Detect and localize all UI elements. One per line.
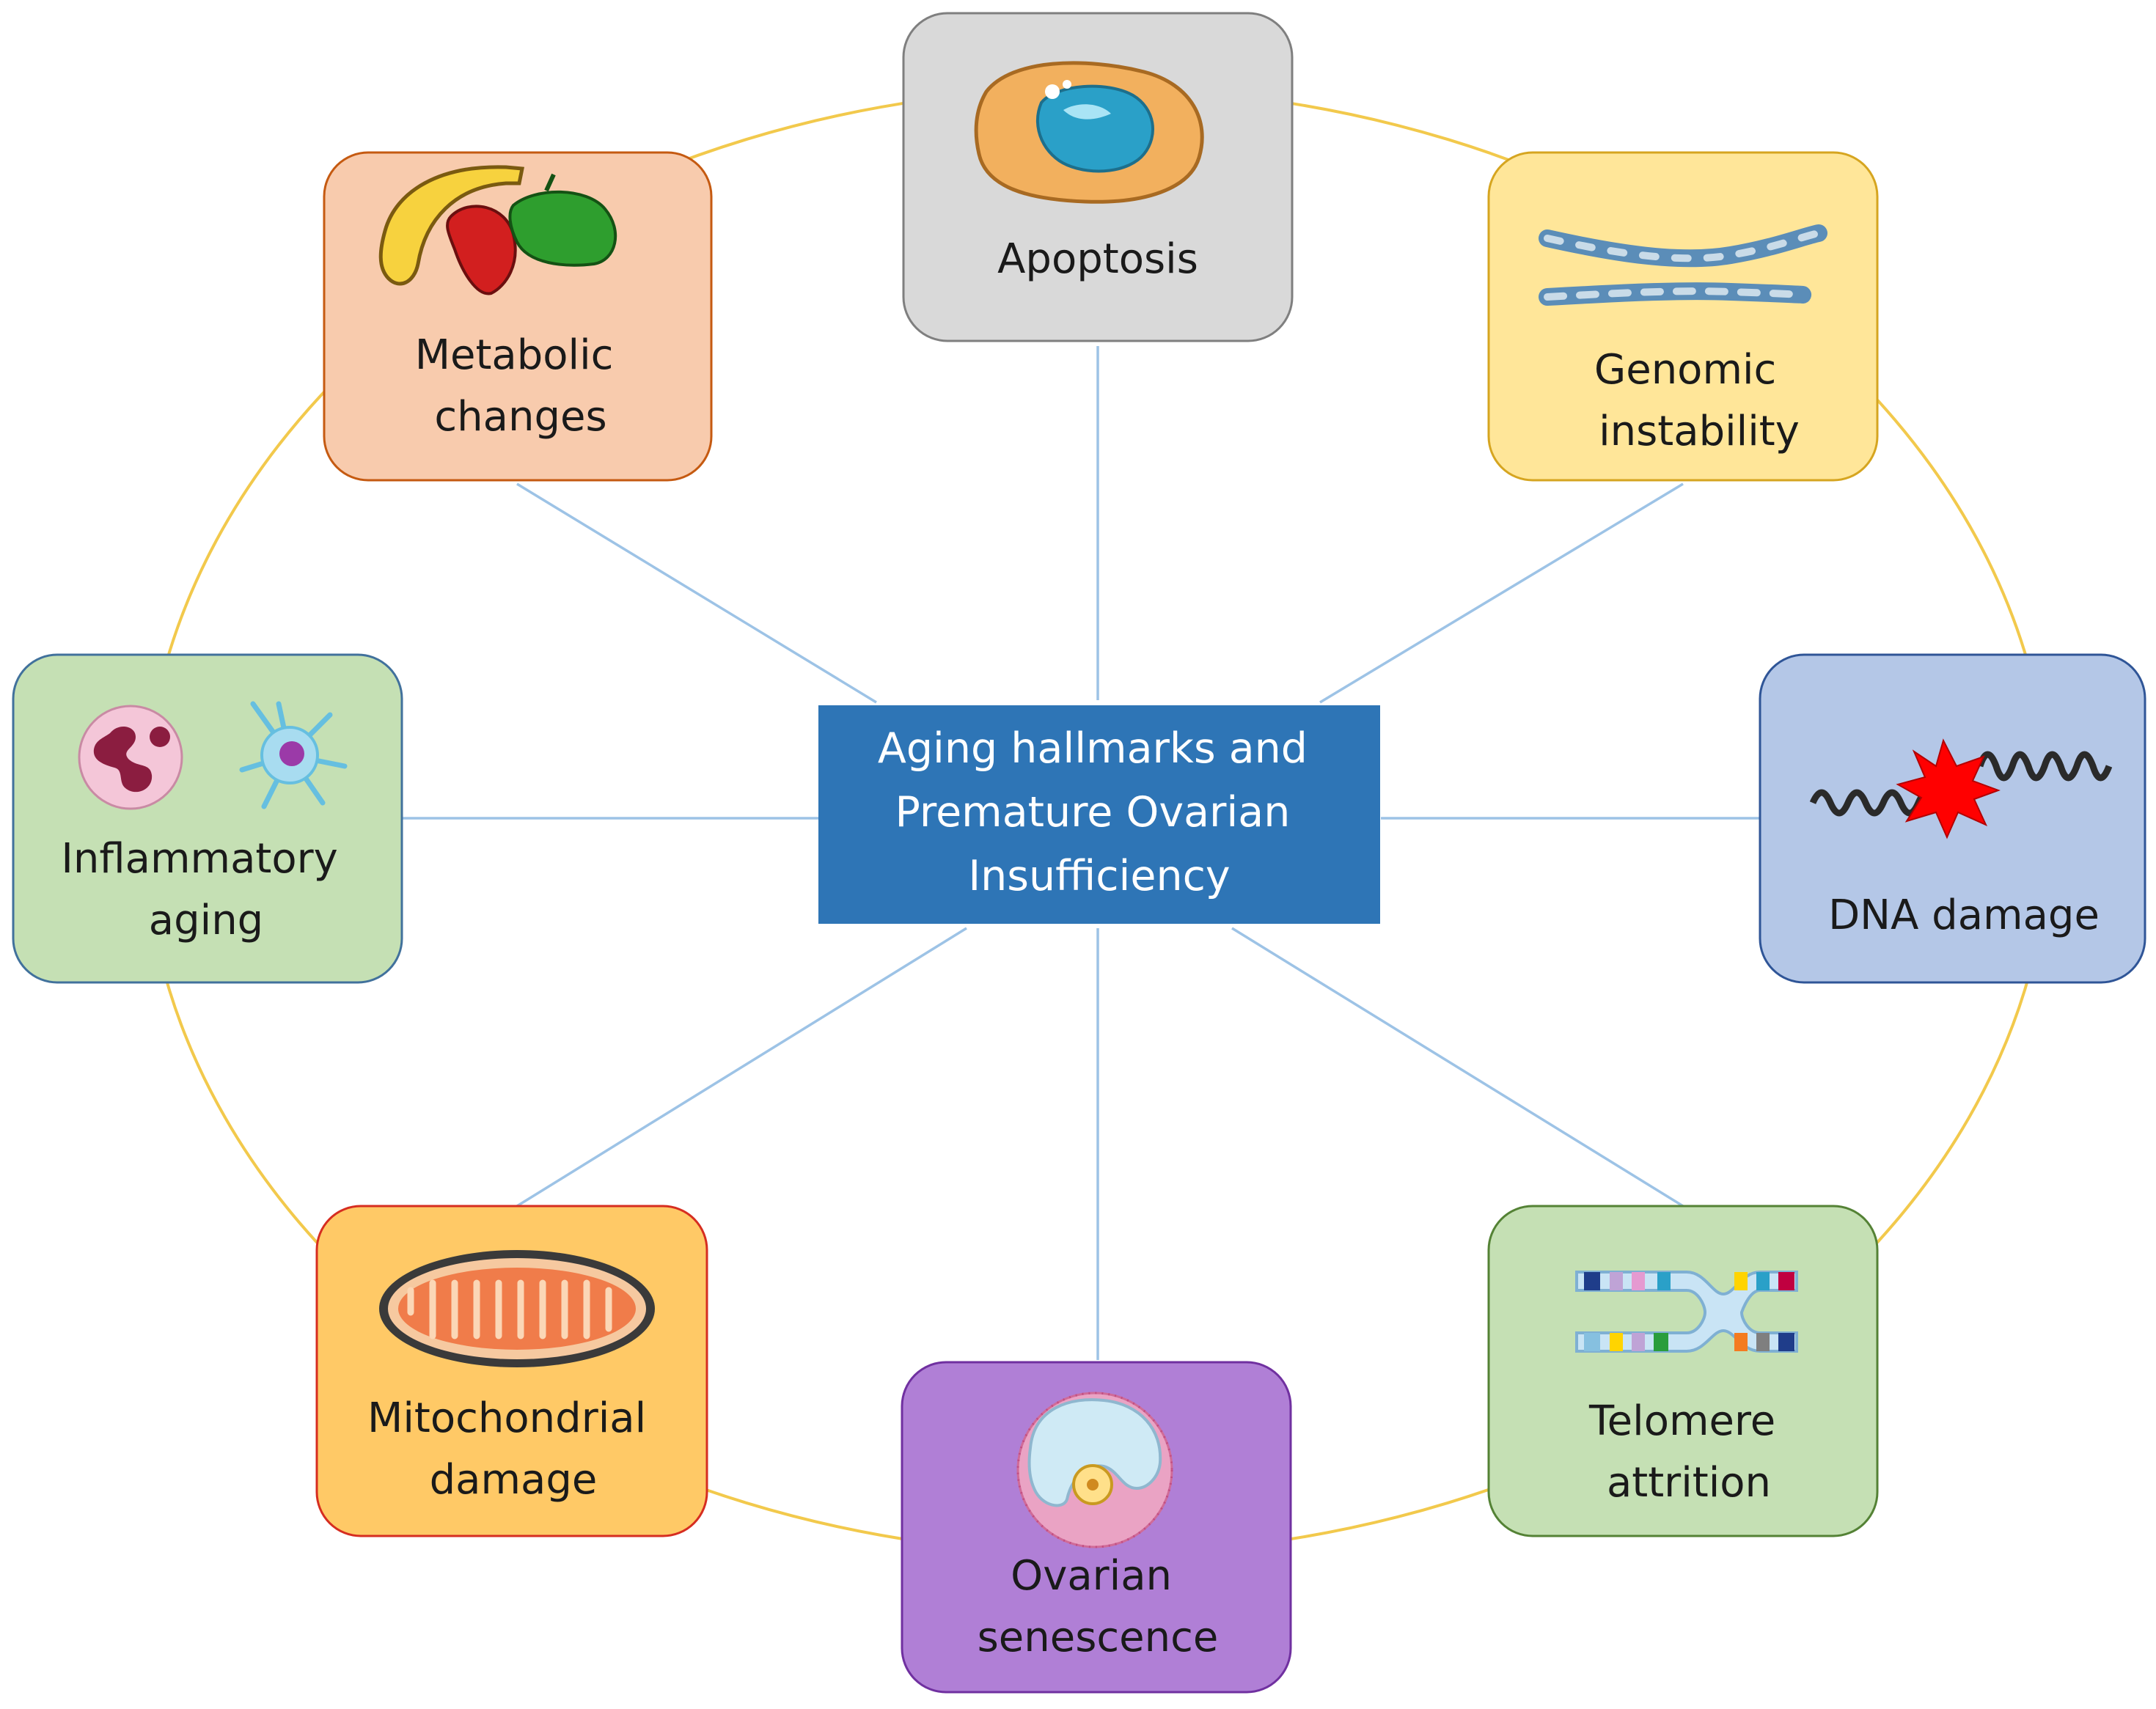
svg-text:Inflammatory aging: Inflammatory aging xyxy=(61,835,351,944)
mitochondrion-icon xyxy=(379,1250,655,1367)
node-dna-damage: DNA damage xyxy=(1759,653,2146,984)
node-mitochondrial-damage: Mitochondrial damage xyxy=(315,1205,708,1537)
spoke-genomic xyxy=(1319,482,1684,704)
svg-text:Aging hallmarks and Prem: Aging hallmarks and Premature Ovarian In… xyxy=(878,724,1321,900)
telomere-attrition-label-2: attrition xyxy=(1607,1459,1771,1507)
apoptotic-cell-icon xyxy=(974,61,1204,204)
apoptosis-label: Apoptosis xyxy=(997,235,1198,283)
genomic-instability-label-1: Genomic xyxy=(1594,346,1777,394)
center-line-1: Aging hallmarks and xyxy=(878,724,1308,773)
genomic-instability-label-2: instability xyxy=(1599,408,1800,455)
svg-text:DNA damage: DNA damage xyxy=(1828,892,2100,939)
ovarian-senescence-label-1: Ovarian xyxy=(1011,1552,1172,1600)
dna-damage-label: DNA damage xyxy=(1828,892,2100,939)
chromosome-icon xyxy=(1575,1271,1798,1353)
center-line-3: Insufficiency xyxy=(968,852,1230,900)
telomere-attrition-label-1: Telomere xyxy=(1588,1397,1775,1445)
ovarian-senescence-label-2: senescence xyxy=(978,1614,1219,1661)
genomic-instability-box xyxy=(1487,151,1879,482)
svg-text:Apoptosis: Apoptosis xyxy=(997,235,1198,283)
inflammatory-aging-label-1: Inflammatory xyxy=(61,835,337,883)
ovarian-follicle-icon xyxy=(1016,1392,1173,1548)
chromatid-pair-icon xyxy=(1539,224,1827,306)
spoke-metabolic xyxy=(516,482,877,704)
node-apoptosis: Apoptosis xyxy=(902,12,1294,342)
metabolic-changes-label-2: changes xyxy=(434,393,606,441)
mitochondrial-damage-label-1: Mitochondrial xyxy=(367,1394,646,1442)
center-box xyxy=(818,705,1380,924)
center-line-2: Premature Ovarian xyxy=(895,788,1291,837)
broken-dna-icon xyxy=(1809,738,2113,839)
inflammatory-aging-label-2: aging xyxy=(149,897,263,944)
svg-text:Ovarian senescence: Ovarian senescence xyxy=(978,1552,1219,1661)
spokes xyxy=(402,346,1760,1360)
node-ovarian-senescence: Ovarian senescence xyxy=(901,1361,1292,1694)
node-inflammatory-aging: Inflammatory aging xyxy=(12,653,403,984)
node-metabolic-changes: Metabolic changes xyxy=(323,151,713,482)
metabolic-changes-label-1: Metabolic xyxy=(415,331,614,379)
svg-text:Metabolic changes: Metabolic changes xyxy=(415,331,627,441)
food-icon xyxy=(378,165,617,295)
node-genomic-instability: Genomic instability xyxy=(1487,151,1879,482)
immune-cells-icon xyxy=(78,701,348,810)
spoke-telomere xyxy=(1231,927,1684,1208)
svg-text:Telomere attrition: Telomere attrition xyxy=(1588,1397,1789,1507)
node-telomere-attrition: Telomere attrition xyxy=(1487,1205,1879,1537)
mitochondrial-damage-label-2: damage xyxy=(430,1456,598,1504)
svg-text:Genomic instability: Genomic instability xyxy=(1594,346,1800,455)
spoke-mito xyxy=(516,927,967,1208)
svg-text:Mitochondrial damage: Mitochondrial damage xyxy=(367,1394,659,1504)
center-node: Aging hallmarks and Premature Ovarian In… xyxy=(818,705,1380,924)
